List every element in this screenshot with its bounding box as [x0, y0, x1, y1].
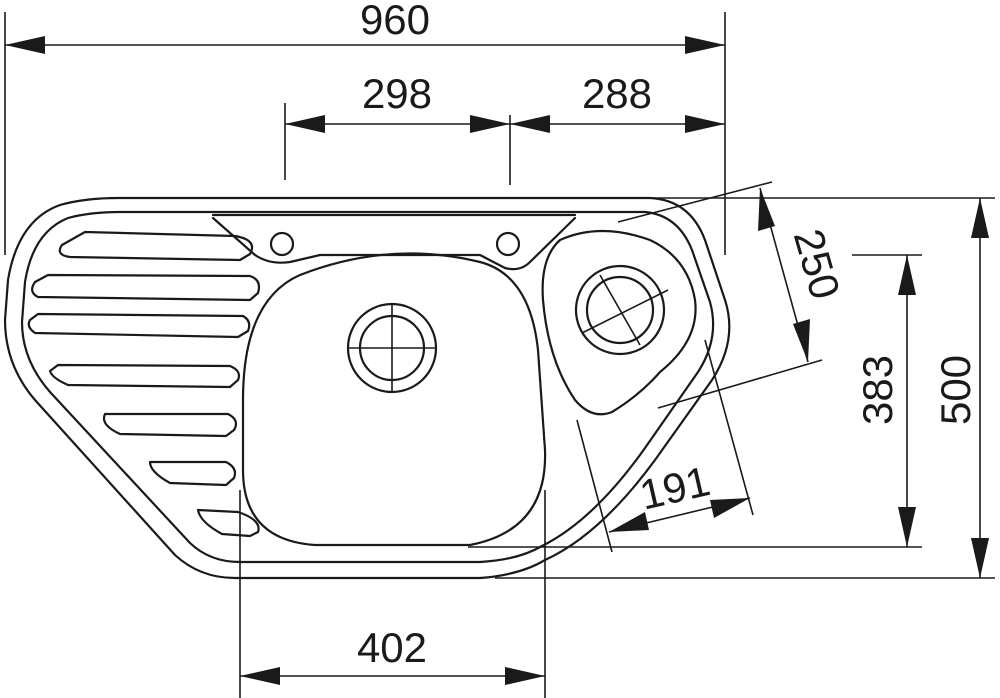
small-bowl-outline [541, 229, 697, 416]
arrowhead [685, 115, 725, 133]
dim-inner-depth: 383 [468, 254, 922, 548]
drainer-rib [58, 230, 254, 262]
arrowhead [5, 36, 45, 54]
arrowhead [685, 36, 725, 54]
dim-main-bowl-width: 402 [239, 490, 546, 698]
drainer-rib [27, 312, 251, 339]
drainer-rib [48, 363, 241, 389]
dim-label-small-bowl-offset: 288 [582, 70, 652, 117]
sink-outer-rim [3, 196, 731, 580]
small-drain-outer [574, 264, 666, 356]
arrowhead [609, 512, 649, 532]
extension-line [657, 359, 823, 409]
dim-small-bowl-offset: 288 [510, 70, 725, 133]
arrowhead [793, 319, 810, 362]
dim-label-main-bowl-offset: 298 [362, 70, 432, 117]
dim-main-bowl-offset: 298 [284, 70, 511, 185]
arrowhead [898, 507, 916, 547]
tap-hole-left [269, 231, 295, 257]
drainer-rib [196, 508, 260, 538]
tap-ledge-outline [211, 216, 577, 271]
dim-overall-width: 960 [4, 0, 726, 255]
arrowhead [240, 667, 280, 685]
small-drain-cross-a [581, 289, 669, 334]
sink-inner-rim [20, 210, 715, 564]
arrowhead [971, 198, 989, 238]
sink-outline [3, 196, 731, 580]
tap-ledge [211, 213, 577, 271]
arrowhead [758, 188, 775, 231]
main-bowl-outline [241, 252, 547, 547]
drainer-rib [102, 412, 238, 438]
small-bowl [541, 229, 697, 416]
dim-label-overall-width: 960 [360, 0, 430, 43]
drainer-rib [31, 273, 261, 302]
arrowhead [898, 255, 916, 295]
dim-overall-depth: 500 [495, 197, 995, 579]
main-drain [346, 302, 438, 394]
dim-label-main-bowl-width: 402 [357, 624, 427, 671]
small-drain-cross-b [599, 274, 641, 346]
dim-small-bowl-diagonal: 250 [617, 181, 849, 409]
arrowhead [505, 667, 545, 685]
tap-hole-right [495, 231, 521, 257]
extension-line [576, 419, 613, 553]
drainer-board [27, 230, 261, 538]
arrowhead [710, 498, 750, 518]
arrowhead [971, 538, 989, 578]
drainer-rib [148, 460, 237, 487]
small-drain-inner [585, 275, 655, 345]
arrowhead [285, 115, 325, 133]
small-drain [574, 264, 669, 356]
dim-label-overall-depth: 500 [932, 355, 979, 425]
extension-line [617, 181, 773, 223]
arrowhead [510, 115, 550, 133]
dim-label-inner-depth: 383 [854, 355, 901, 425]
main-bowl [241, 252, 547, 547]
arrowhead [470, 115, 510, 133]
extension-line [704, 339, 754, 516]
dim-label-small-bowl-diagonal: 250 [785, 224, 849, 304]
